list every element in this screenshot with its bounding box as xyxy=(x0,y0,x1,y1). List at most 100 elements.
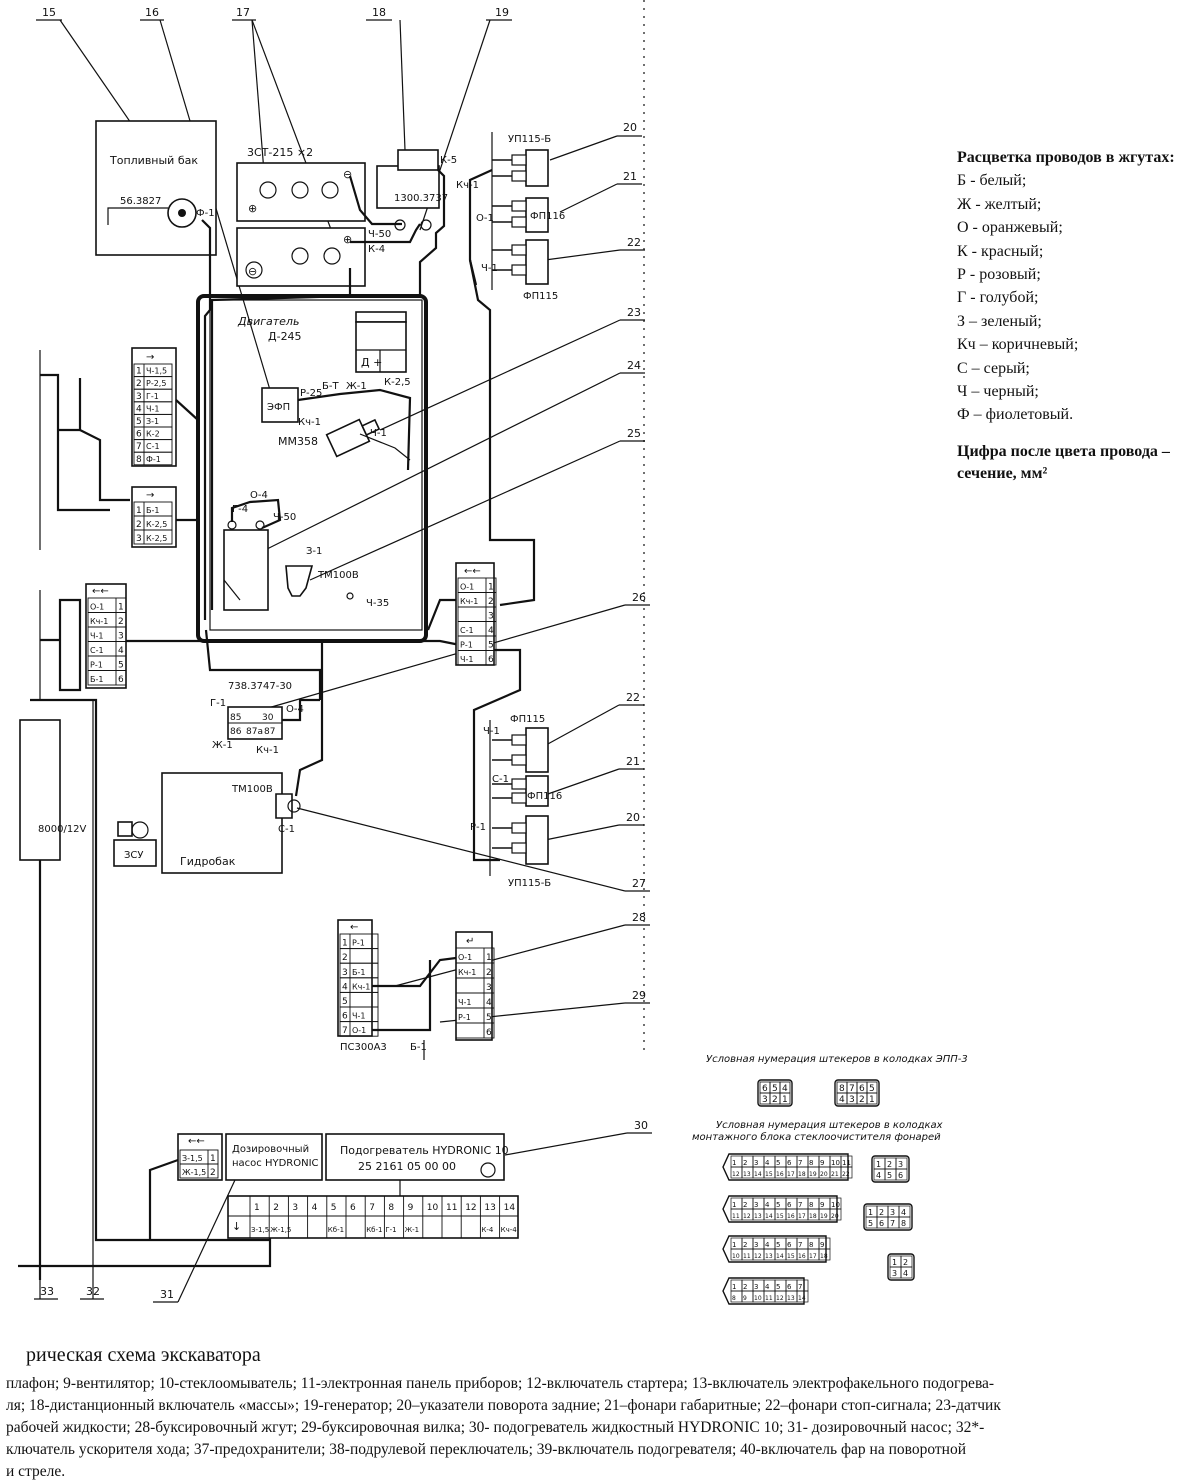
pin-number: 9 xyxy=(820,1241,824,1249)
pin-number: 8 xyxy=(809,1241,813,1249)
pin-number: 18 xyxy=(798,1171,806,1178)
pin-number: 3 xyxy=(849,1095,855,1105)
legend-item: Ч – черный; xyxy=(957,383,1039,401)
numbering-title: Условная нумерация штекеров в колодках Э… xyxy=(706,1054,968,1065)
wire-ch1-bot: Ч-1 xyxy=(483,726,500,737)
pin-number: 21 xyxy=(831,1171,839,1178)
pin-number: 1 xyxy=(868,1208,873,1217)
callout-16: 16 xyxy=(145,6,159,19)
pin-number: 1 xyxy=(136,506,142,516)
legend-item: Р - розовый; xyxy=(957,266,1041,284)
pin-number: 20 xyxy=(820,1171,828,1178)
pin-number: 5 xyxy=(342,997,348,1007)
fp116-top-label: ФП116 xyxy=(530,211,565,222)
svg-text:⊕: ⊕ xyxy=(248,202,257,215)
pin-number: 3 xyxy=(342,968,348,978)
pin-number: 6 xyxy=(350,1203,356,1213)
pin-number: 14 xyxy=(765,1213,773,1220)
pin-wire-label: З-1,5 xyxy=(182,1154,203,1163)
pin-number: 1 xyxy=(732,1201,736,1209)
pin-wire-label: О-1 xyxy=(458,953,472,962)
pin-number: 13 xyxy=(484,1203,495,1213)
pin-number: 5 xyxy=(887,1171,892,1180)
callout-18: 18 xyxy=(372,6,386,19)
pin-number: 7 xyxy=(849,1084,855,1094)
pin-number: 4 xyxy=(903,1269,908,1278)
zsu-label: ЗСУ xyxy=(124,850,144,861)
pin-number: 1 xyxy=(732,1283,736,1291)
pin-number: 5 xyxy=(776,1241,780,1249)
pin-number: 9 xyxy=(820,1201,824,1209)
mount-title-1: Условная нумерация штекеров в колодках xyxy=(716,1120,943,1131)
pin-number: 5 xyxy=(136,417,142,427)
pin-wire-label: С-1 xyxy=(460,626,474,635)
pin-wire-label: С-1 xyxy=(146,442,160,451)
pin-number: 22 xyxy=(842,1171,850,1178)
callout-33: 33 xyxy=(40,1285,54,1298)
legend-item: З – зеленый; xyxy=(957,312,1042,330)
pin-number: 4 xyxy=(839,1095,845,1105)
pin-number: 7 xyxy=(798,1159,802,1167)
wire-c1-hydro: С-1 xyxy=(278,824,295,835)
pin-number: 3 xyxy=(754,1159,758,1167)
pin-wire-label: Кч-1 xyxy=(90,617,108,626)
hydro-tank-label: Гидробак xyxy=(180,855,236,868)
pin-number: 6 xyxy=(762,1084,768,1094)
pin-wire-label: К-2 xyxy=(146,430,160,439)
ps300a3-label: ПС300А3 xyxy=(340,1042,387,1053)
heater-line1: Подогреватель HYDRONIC 10 xyxy=(340,1144,509,1157)
pin-wire-label: Б-1 xyxy=(146,506,159,515)
pin-wire-label: Кч-4 xyxy=(501,1226,518,1234)
pin-number: 7 xyxy=(342,1026,348,1036)
pin-number: 3 xyxy=(890,1208,895,1217)
mass-switch: 1300.3737 К-5 xyxy=(376,149,457,298)
pin-wire-label: Кб-1 xyxy=(328,1226,344,1234)
wire-g1-relay: Г-1 xyxy=(210,698,226,709)
pin-number: 3 xyxy=(136,392,142,402)
pin-number: 6 xyxy=(787,1241,792,1249)
tm100v-label: ТМ100В xyxy=(317,570,359,581)
pin-wire-label: К-4 xyxy=(481,1226,493,1234)
svg-text:⊖: ⊖ xyxy=(248,265,257,278)
pin-number: 13 xyxy=(765,1253,773,1260)
pin-number: 3 xyxy=(118,632,124,642)
pin-wire-label: Кб-1 xyxy=(366,1226,382,1234)
pin-number: 2 xyxy=(342,953,348,963)
callout-20b: 20 xyxy=(626,811,640,824)
pin-number: 2 xyxy=(879,1208,884,1217)
legend-item: Ф – фиолетовый. xyxy=(957,406,1074,424)
pin-number: 7 xyxy=(798,1201,802,1209)
svg-text:←←: ←← xyxy=(464,566,481,577)
engine: Двигатель Д-245 Д + ЭФП Р-25 Б-Т Ж-1 К-2… xyxy=(196,294,428,643)
pin-number: 8 xyxy=(136,455,142,465)
wire-b1-tow: Б-1 xyxy=(410,1042,427,1053)
pin-wire-label: З-1,5 xyxy=(251,1226,269,1234)
pin-number: 9 xyxy=(743,1295,747,1302)
pin-wire-label: О-1 xyxy=(460,583,474,592)
pin-number: 2 xyxy=(273,1203,279,1213)
wire-f1: Ф-1 xyxy=(196,208,215,219)
battery-label: 3СТ-215 ×2 xyxy=(247,146,313,159)
fuel-tank-label: Топливный бак xyxy=(109,154,198,167)
pin-numbering: Условная нумерация штекеров в колодках Э… xyxy=(692,1054,968,1305)
legend-item: Ж - желтый; xyxy=(957,195,1042,213)
svg-text:⊖: ⊖ xyxy=(343,168,352,181)
heater-line2: 25 2161 05 00 00 xyxy=(358,1160,456,1173)
up115b-top-label: УП115-Б xyxy=(508,134,551,145)
pin-number: 3 xyxy=(898,1160,903,1169)
pin-number: 8 xyxy=(732,1295,736,1302)
pin-wire-label: К-2,5 xyxy=(146,520,167,529)
pin-number: 14 xyxy=(504,1203,516,1213)
pin-wire-label: Кч-1 xyxy=(352,982,370,991)
pin-number: 11 xyxy=(732,1213,740,1220)
pin-number: 1 xyxy=(342,939,348,949)
pin-number: 16 xyxy=(787,1213,795,1220)
pin-number: 1 xyxy=(869,1095,875,1105)
pin-wire-label: Ф-1 xyxy=(146,455,161,464)
pin-number: 2 xyxy=(136,520,142,530)
wire-z1: З-1 xyxy=(306,546,322,557)
